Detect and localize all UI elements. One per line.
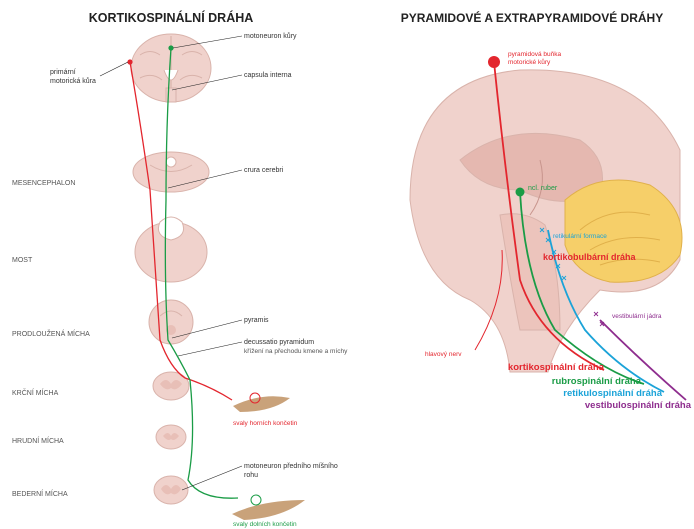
lower-muscle-endplate	[251, 495, 261, 505]
label-pyramidova-2: motorické kůry	[508, 58, 551, 66]
lower-limb-muscle	[232, 500, 305, 520]
tract-legend: kortikospinální dráha rubrospinální dráh…	[508, 362, 692, 411]
label-hlavovy-nerv: hlavový nerv	[425, 351, 462, 358]
label-svaly-dolni: svaly dolních končetin	[233, 521, 297, 528]
left-panel-title: KORTIKOSPINÁLNÍ DRÁHA	[89, 10, 254, 25]
tract-label-retikulospinalni: retikulospinální dráha	[563, 388, 662, 399]
mesencephalon-section	[133, 152, 209, 192]
label-pyramis: pyramis	[244, 317, 269, 324]
brain-coronal-section	[131, 34, 211, 102]
label-decussatio-2: křížení na přechodu kmene a míchy	[244, 348, 348, 355]
level-label-bederni: BEDERNÍ MÍCHA	[12, 489, 68, 498]
label-vestibularni-jadra: vestibulární jádra	[612, 313, 662, 320]
ncl-ruber-dot	[516, 188, 525, 197]
label-crura-cerebri: crura cerebri	[244, 167, 284, 174]
label-motoneuron-predni-2: rohu	[244, 472, 258, 479]
tract-label-vestibulospinalni: vestibulospinální dráha	[585, 400, 692, 411]
right-panel-title: PYRAMIDOVÉ A EXTRAPYRAMIDOVÉ DRÁHY	[401, 10, 663, 25]
vestibular-nuclei-marks	[594, 312, 604, 326]
label-motoneuron-predni-1: motoneuron předního míšního	[244, 463, 338, 470]
cervical-spinal-cord	[153, 372, 189, 400]
pyramidal-cell	[488, 56, 500, 68]
level-label-hrudni: HRUDNÍ MÍCHA	[12, 436, 64, 445]
label-decussatio-1: decussatio pyramidum	[244, 339, 314, 346]
level-label-krcni: KRČNÍ MÍCHA	[12, 388, 59, 397]
label-primarni-2: motorická kůra	[50, 77, 96, 85]
level-label-mesencephalon: MESENCEPHALON	[12, 180, 75, 187]
level-label-prodlouzena: PRODLOUŽENÁ MÍCHA	[12, 329, 90, 338]
label-primarni-1: primární	[50, 69, 76, 76]
upper-limb-muscle	[233, 396, 290, 412]
medulla-section	[149, 300, 193, 344]
label-svaly-horni: svaly horních končetin	[233, 420, 298, 427]
thoracic-spinal-cord	[156, 425, 186, 449]
level-label-most: MOST	[12, 257, 33, 264]
label-pyramidova-1: pyramidová buňka	[508, 51, 561, 58]
label-kortikobulbarni: kortikobulbární dráha	[543, 252, 637, 262]
pons-section	[135, 217, 207, 282]
label-ncl-ruber: ncl. ruber	[528, 185, 558, 192]
tract-label-kortikospinalni: kortikospinální dráha	[508, 362, 605, 373]
tract-label-rubrospinalni: rubrospinální dráha	[552, 376, 642, 387]
label-motoneuron-kury: motoneuron kůry	[244, 32, 297, 40]
label-retikularni-formace: retikulární formace	[553, 233, 607, 240]
label-capsula-interna: capsula interna	[244, 72, 292, 79]
lumbar-spinal-cord	[154, 476, 188, 504]
red-cortex-neuron	[127, 59, 132, 64]
green-cortex-neuron	[168, 45, 173, 50]
